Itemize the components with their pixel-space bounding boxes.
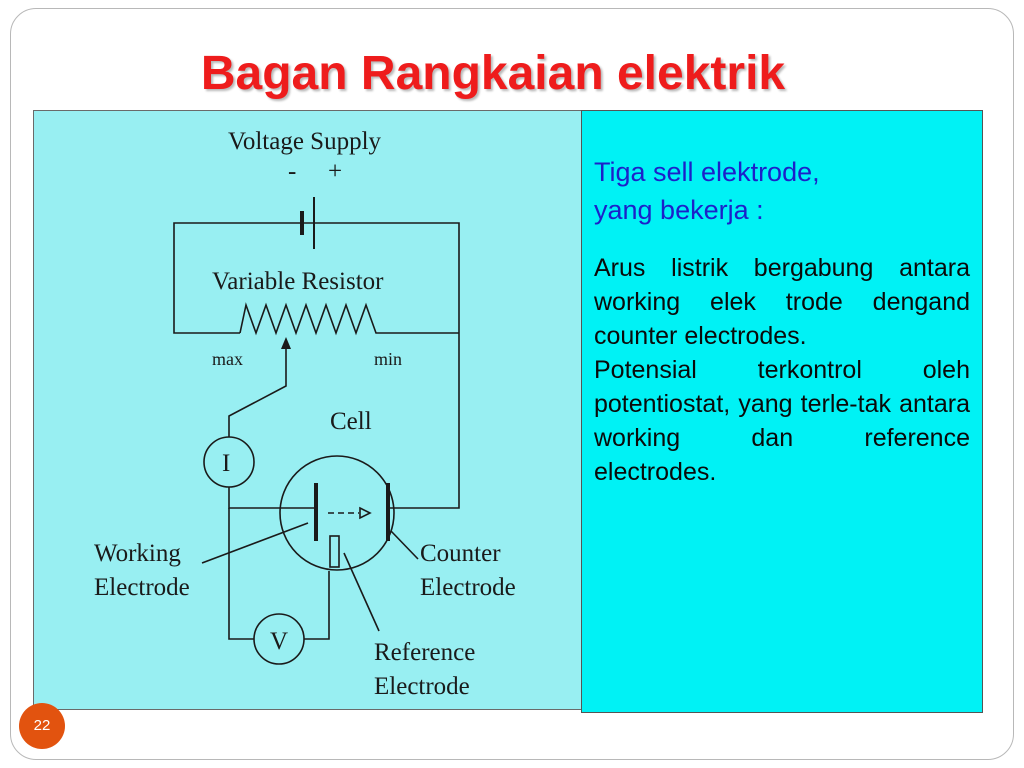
working-electrode-label-line1: Working xyxy=(94,540,181,567)
working-electrode-label-line2: Electrode xyxy=(94,574,190,601)
cell-label: Cell xyxy=(330,408,372,435)
battery-plus-label: + xyxy=(328,158,342,185)
wiper-wire xyxy=(228,347,287,437)
current-flow-arrowhead xyxy=(359,506,372,520)
working-pointer-line xyxy=(201,522,309,564)
counter-electrode-plate xyxy=(386,483,390,541)
working-electrode-plate xyxy=(314,483,318,541)
wire-top-loop xyxy=(173,222,460,509)
counter-electrode-label-line1: Counter xyxy=(420,540,501,567)
resistor-min-label: min xyxy=(374,349,402,369)
wiper-arrowhead xyxy=(281,337,291,349)
counter-pointer-line xyxy=(390,530,419,560)
wire-voltmeter-loop xyxy=(228,508,330,640)
page-number-badge: 22 xyxy=(19,703,65,749)
slide-title: Bagan Rangkaian elektrik xyxy=(200,47,786,100)
resistor-max-label: max xyxy=(212,349,243,369)
reference-electrode-plate xyxy=(329,535,340,568)
reference-electrode-label-line1: Reference xyxy=(374,639,475,666)
reference-electrode-label-line2: Electrode xyxy=(374,673,470,700)
variable-resistor-label: Variable Resistor xyxy=(212,268,384,295)
circuit-diagram-panel: Voltage Supply - + Variable Resistor max… xyxy=(33,110,582,710)
battery-minus-label: - xyxy=(288,158,296,185)
variable-resistor-symbol xyxy=(239,302,382,336)
explanation-paragraph-2: Potensial terkontrol oleh potentiostat, … xyxy=(594,356,984,486)
explanation-paragraph-1: Arus listrik bergabung antara working el… xyxy=(594,254,984,350)
voltmeter-circle xyxy=(253,613,305,665)
battery-plate-short xyxy=(300,211,304,235)
cell-circle xyxy=(279,455,395,571)
reference-pointer-line xyxy=(343,552,380,632)
wire-ammeter-working xyxy=(228,487,314,509)
explanation-heading-text: Tiga sell elektrode, yang bekerja : xyxy=(594,157,820,225)
ammeter-label: I xyxy=(222,450,230,477)
circuit-diagram: Voltage Supply - + Variable Resistor max… xyxy=(94,128,516,700)
ammeter-circle xyxy=(203,436,255,488)
explanation-heading: Tiga sell elektrode, yang bekerja : xyxy=(594,153,970,229)
voltmeter-label: V xyxy=(270,628,288,655)
counter-electrode-label-line2: Electrode xyxy=(420,574,516,601)
explanation-panel: Tiga sell elektrode, yang bekerja : Arus… xyxy=(581,110,983,713)
battery-plate-long xyxy=(313,197,315,249)
voltage-supply-label: Voltage Supply xyxy=(228,128,382,155)
